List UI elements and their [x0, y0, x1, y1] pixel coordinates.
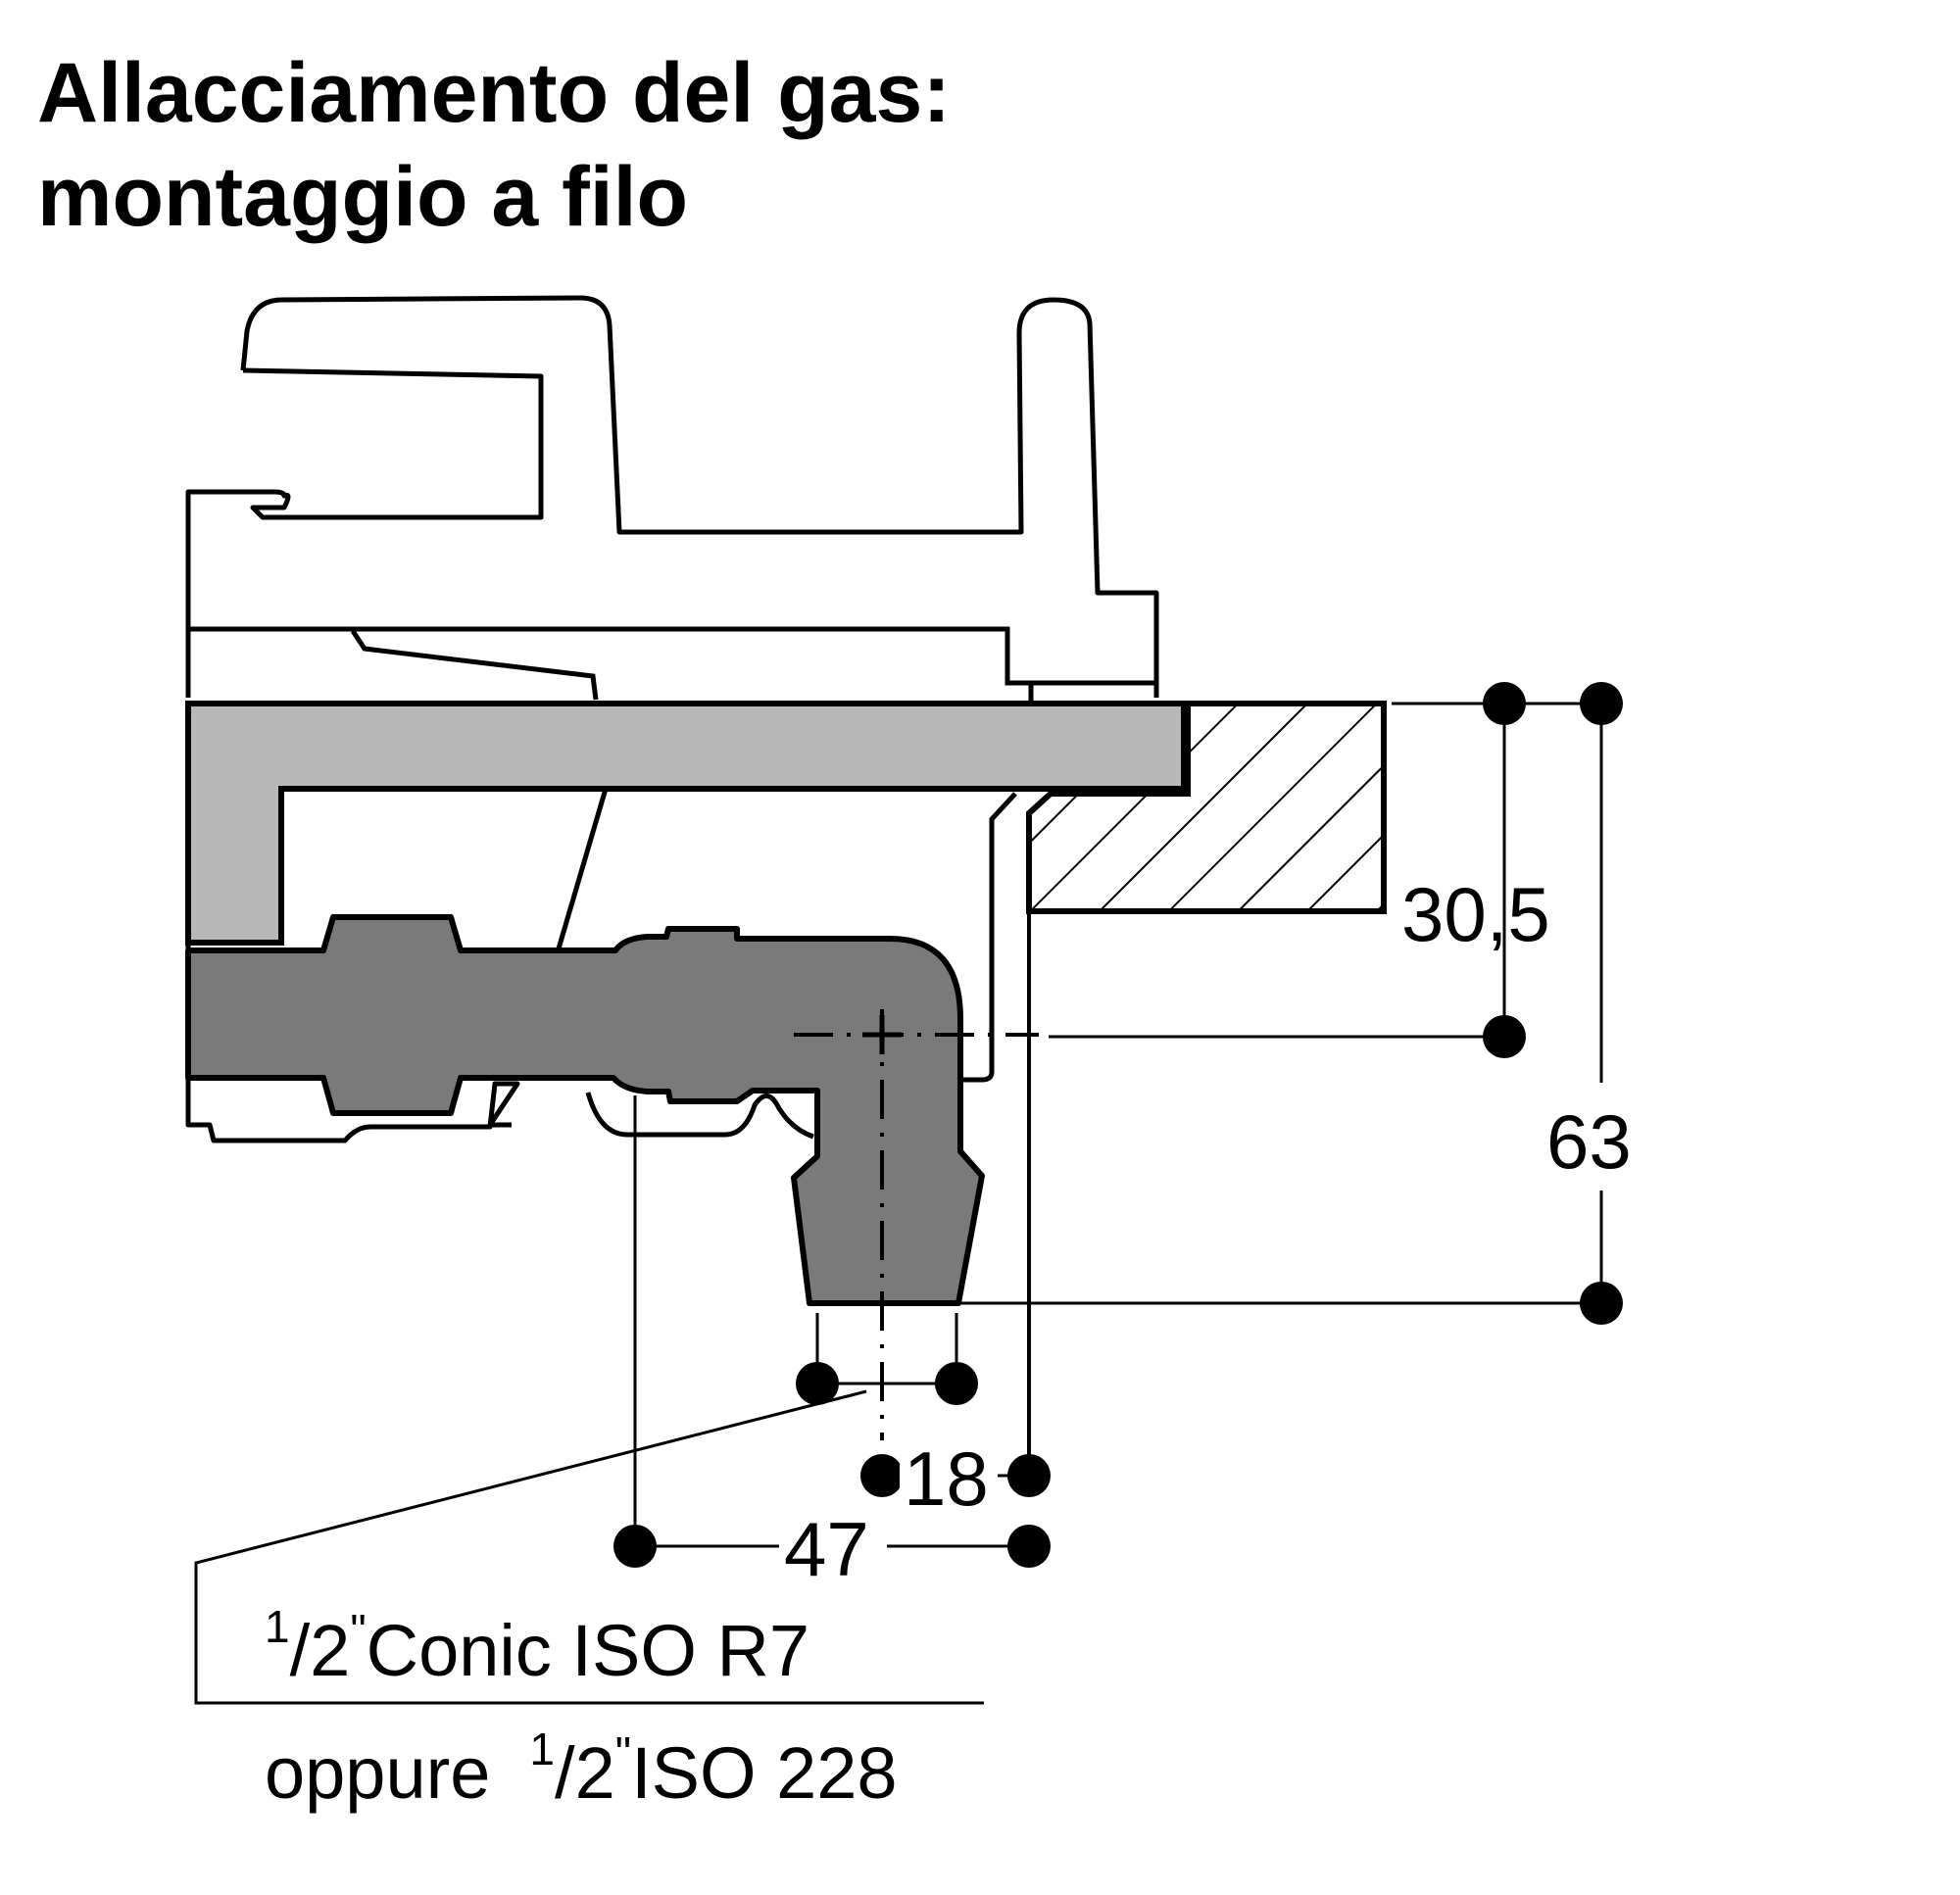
- dim-18-label-bg: [900, 1442, 998, 1511]
- worktop-section: [1026, 701, 1387, 914]
- thread-note-1-inch: ": [350, 1605, 366, 1656]
- dim-63-dot-bottom: [1580, 1282, 1623, 1325]
- bracket-inner-outline: [185, 367, 544, 698]
- thread-note-2-inch: ": [615, 1727, 631, 1778]
- dim-thread-dot-right: [935, 1362, 978, 1405]
- gas-pipe-elbow: [185, 914, 985, 1306]
- dim-18-dot-left: [860, 1454, 904, 1497]
- thread-note-2-text: ISO 228: [631, 1732, 898, 1814]
- lower-housing-curves: [585, 1092, 814, 1140]
- thread-note-2-prefix: oppure: [265, 1732, 490, 1814]
- thread-note-1-frac-num: 1: [265, 1601, 290, 1652]
- dim-63-label: 63: [1546, 1098, 1632, 1185]
- bracket-ledge: [350, 629, 599, 701]
- dim-thread-dot-left: [796, 1362, 839, 1405]
- thread-leader-line: [194, 1389, 984, 1705]
- thread-note-line-1: 1/2"Conic ISO R7: [265, 1601, 809, 1691]
- bracket-base-line: [188, 626, 1156, 686]
- clip-outline: [960, 792, 1017, 1083]
- dim-63-dot-top: [1580, 682, 1623, 725]
- dim-30-5-dot-bottom: [1483, 1015, 1526, 1058]
- thread-note-line-2: oppure 1/2"ISO 228: [265, 1724, 898, 1814]
- lower-housing-outline: [185, 943, 520, 1143]
- thread-note-2-frac-num: 1: [529, 1724, 555, 1774]
- burner-bracket-outline: [240, 295, 1159, 698]
- thread-note-2-frac-den: /2: [555, 1732, 615, 1814]
- thread-note-1-frac-den: /2: [290, 1610, 351, 1691]
- dim-18-dot-right: [1007, 1454, 1051, 1497]
- support-diagonal: [554, 788, 609, 956]
- dim-47-label: 47: [784, 1506, 869, 1592]
- dim-30-5-label: 30,5: [1401, 871, 1550, 957]
- dim-47-dot-right: [1007, 1525, 1051, 1568]
- diagram-title: Allacciamento del gas: montaggio a filo: [37, 41, 951, 249]
- title-line-2: montaggio a filo: [37, 150, 689, 244]
- dim-47-label-bg: [779, 1514, 887, 1582]
- dim-47-dot-left: [613, 1525, 657, 1568]
- thread-note-1-text: Conic ISO R7: [367, 1610, 809, 1691]
- dim-30-5-dot-top: [1483, 682, 1526, 725]
- dim-18-label: 18: [904, 1435, 989, 1522]
- title-line-1: Allacciamento del gas:: [37, 46, 951, 140]
